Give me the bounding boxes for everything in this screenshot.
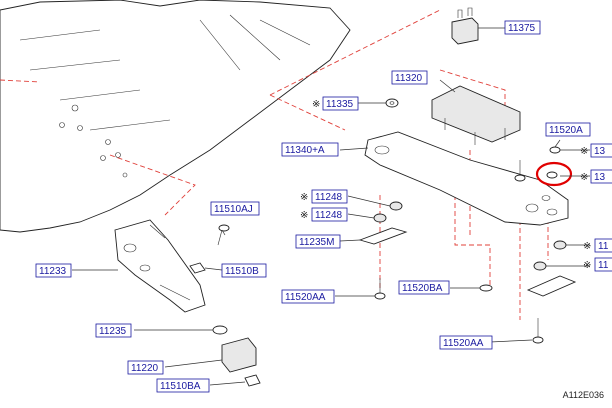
svg-text:13: 13 bbox=[594, 146, 606, 157]
part-11235-plate bbox=[212, 325, 228, 335]
label-11520aa-bot[interactable]: 11520AA bbox=[439, 335, 493, 350]
svg-text:11335: 11335 bbox=[326, 99, 354, 110]
label-11520ba[interactable]: 11520BA bbox=[398, 280, 450, 295]
label-11520a[interactable]: 11520A bbox=[545, 122, 591, 137]
label-11320[interactable]: 11320 bbox=[391, 70, 428, 85]
label-11248-b[interactable]: 11248 bbox=[311, 207, 348, 222]
label-13-b[interactable]: 13 bbox=[590, 169, 612, 184]
svg-text:13: 13 bbox=[594, 172, 606, 183]
asterisk-mark: ※ bbox=[583, 241, 591, 252]
svg-text:11520A: 11520A bbox=[549, 125, 583, 136]
label-11235m[interactable]: 11235M bbox=[295, 234, 341, 249]
svg-text:11248: 11248 bbox=[315, 210, 343, 221]
part-11340-crossmember bbox=[364, 131, 569, 226]
label-11233[interactable]: 11233 bbox=[35, 263, 72, 278]
part-11510aj-bolt bbox=[217, 224, 230, 246]
diagram-code: A112E036 bbox=[562, 390, 604, 400]
svg-text:11235M: 11235M bbox=[299, 237, 334, 248]
svg-text:11233: 11233 bbox=[39, 266, 67, 277]
highlighted-washer bbox=[535, 161, 573, 187]
svg-text:11220: 11220 bbox=[131, 363, 159, 374]
label-11520aa-top[interactable]: 11520AA bbox=[281, 289, 335, 304]
label-11375[interactable]: 11375 bbox=[504, 20, 541, 35]
label-11510ba[interactable]: 11510BA bbox=[156, 378, 210, 393]
part-11233-bracket bbox=[114, 219, 206, 313]
svg-text:11375: 11375 bbox=[508, 23, 536, 34]
part-11510ba-nut bbox=[244, 374, 261, 387]
label-11248-a[interactable]: 11248 bbox=[311, 189, 348, 204]
label-11220[interactable]: 11220 bbox=[127, 360, 164, 375]
label-11-a[interactable]: 11 bbox=[594, 238, 612, 253]
label-11235[interactable]: 11235 bbox=[95, 323, 132, 338]
asterisk-mark: ※ bbox=[580, 146, 588, 157]
part-11335-washer bbox=[385, 98, 399, 108]
svg-text:11: 11 bbox=[598, 241, 609, 252]
asterisk-mark: ※ bbox=[580, 172, 588, 183]
asterisk-mark: ※ bbox=[300, 192, 308, 203]
part-11220-insulator bbox=[221, 337, 257, 373]
label-11335[interactable]: 11335 bbox=[322, 96, 359, 111]
asterisk-mark: ※ bbox=[312, 99, 320, 110]
label-13-a[interactable]: 13 bbox=[590, 143, 612, 158]
small-hardware bbox=[358, 146, 577, 344]
asterisk-mark: ※ bbox=[583, 260, 591, 271]
part-11375-bracket bbox=[451, 7, 479, 45]
svg-text:11: 11 bbox=[598, 260, 609, 271]
svg-text:11520AA: 11520AA bbox=[443, 338, 484, 349]
transmission-outline bbox=[0, 0, 351, 233]
svg-text:11248: 11248 bbox=[315, 192, 343, 203]
svg-text:11340+A: 11340+A bbox=[285, 145, 325, 156]
svg-text:11520AA: 11520AA bbox=[285, 292, 326, 303]
label-11510b[interactable]: 11510B bbox=[221, 263, 267, 278]
part-11510b-nut bbox=[189, 262, 206, 274]
svg-text:11510BA: 11510BA bbox=[160, 381, 201, 392]
label-11510aj[interactable]: 11510AJ bbox=[210, 201, 260, 216]
svg-text:11320: 11320 bbox=[395, 73, 423, 84]
svg-text:11510B: 11510B bbox=[225, 266, 259, 277]
label-11-b[interactable]: 11 bbox=[594, 257, 612, 272]
label-11340a[interactable]: 11340+A bbox=[281, 142, 339, 157]
leader-lines bbox=[72, 27, 590, 386]
svg-text:11235: 11235 bbox=[99, 326, 127, 337]
asterisk-mark: ※ bbox=[300, 210, 308, 221]
svg-text:11520BA: 11520BA bbox=[402, 283, 443, 294]
svg-text:11510AJ: 11510AJ bbox=[214, 204, 253, 215]
part-11320-mount bbox=[431, 85, 521, 145]
